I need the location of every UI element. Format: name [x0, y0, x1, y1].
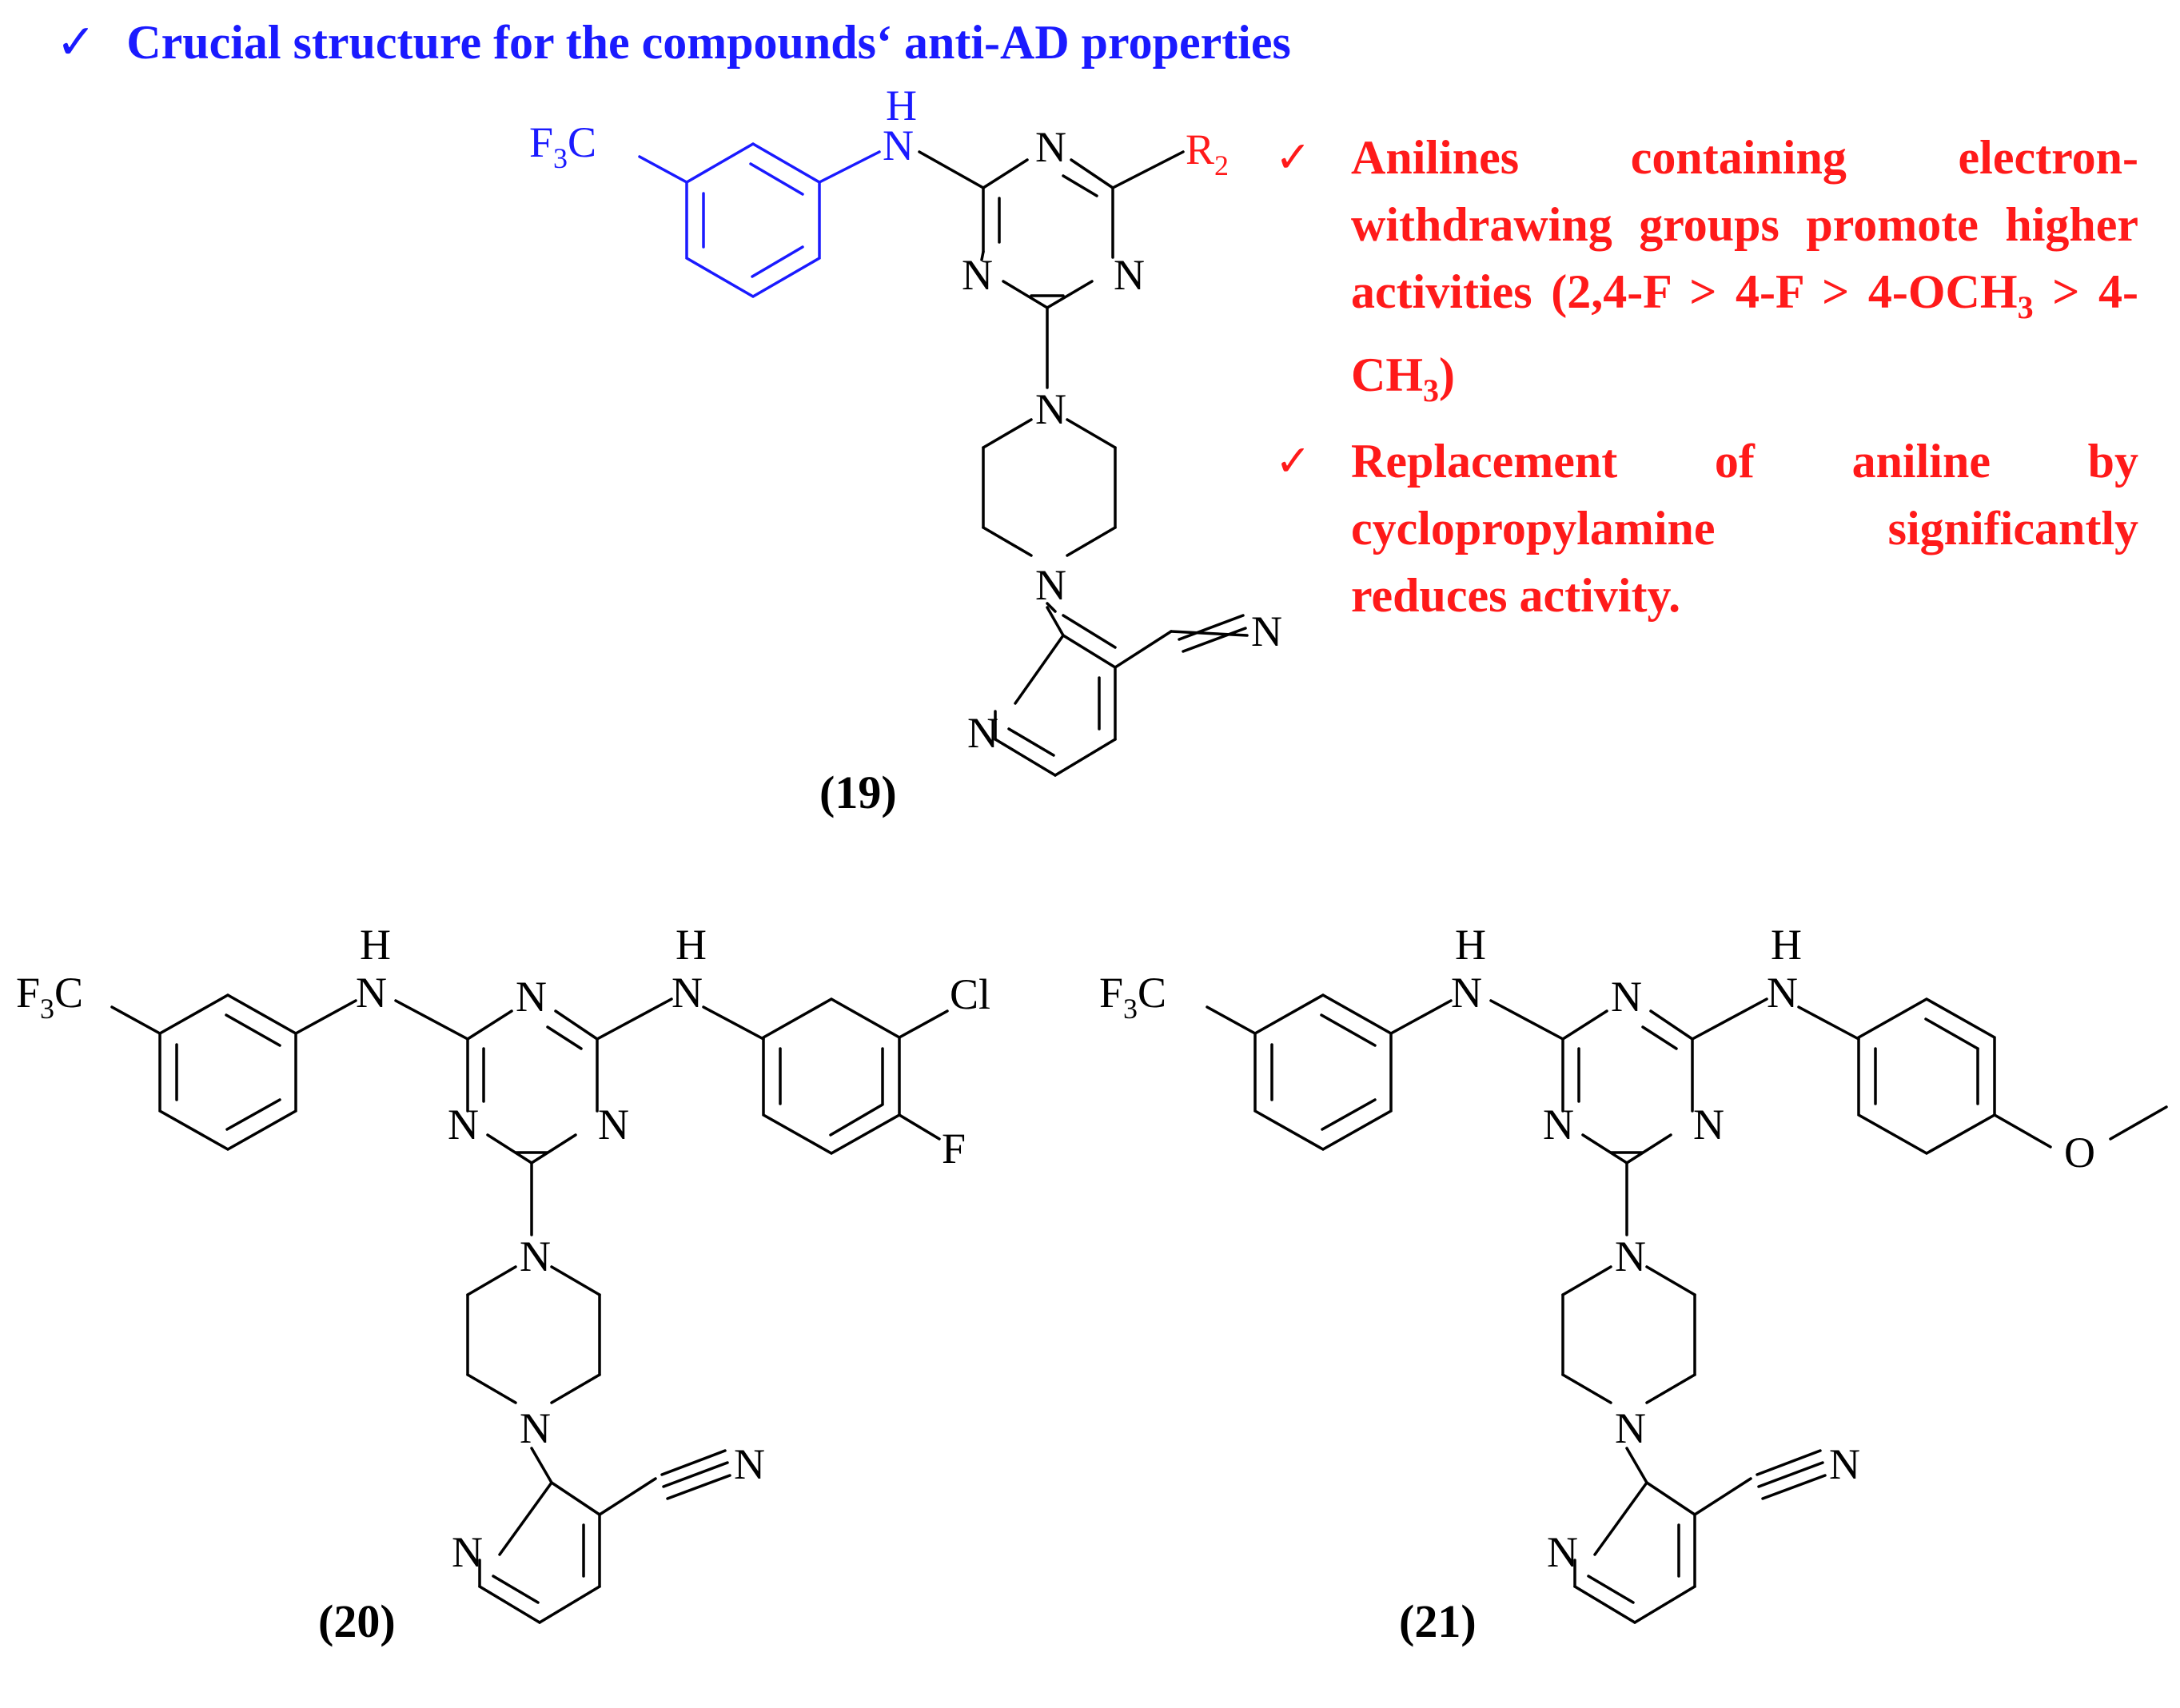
svg-text:N: N — [1035, 385, 1066, 433]
check-icon: ✓ — [1275, 436, 1312, 486]
svg-text:N: N — [516, 973, 547, 1021]
nitrile-n-19: N — [1251, 607, 1282, 655]
svg-text:N: N — [1615, 1232, 1646, 1280]
cf3-phenyl-ring-19 — [638, 141, 881, 299]
cf3-label-19: F3C — [529, 118, 596, 174]
sar-note-2: ✓ Replacement of aniline by cyclopropyla… — [1275, 428, 2138, 629]
check-icon: ✓ — [56, 14, 97, 70]
compound-label-21: (21) — [1399, 1595, 1477, 1647]
sar-note-2-text: Replacement of aniline by cyclopropylami… — [1351, 435, 2138, 622]
f-label: F — [942, 1125, 966, 1173]
svg-text:N: N — [1035, 561, 1066, 609]
compound-label-20: (20) — [318, 1595, 396, 1647]
svg-text:H: H — [1455, 921, 1486, 969]
svg-text:N: N — [520, 1404, 551, 1452]
o-label: O — [2064, 1129, 2095, 1176]
svg-text:N: N — [672, 969, 703, 1017]
svg-text:H: H — [360, 921, 391, 969]
nitrile-n-21: N — [1829, 1440, 1860, 1488]
sar-note-1: ✓ Anilines containing electron-withdrawi… — [1275, 124, 2138, 424]
svg-text:N: N — [1114, 251, 1145, 299]
svg-text:N: N — [1611, 973, 1642, 1021]
svg-text:N: N — [356, 969, 387, 1017]
sar-note-1-text: Anilines containing electron-withdrawing… — [1351, 131, 2138, 408]
svg-text:F3C: F3C — [1099, 969, 1166, 1025]
svg-text:N: N — [1547, 1528, 1578, 1576]
svg-text:N: N — [452, 1528, 483, 1576]
svg-text:N: N — [1451, 969, 1482, 1017]
svg-text:N: N — [967, 709, 998, 757]
heading-text: Crucial structure for the compounds‘ ant… — [126, 16, 1291, 69]
svg-text:F3C: F3C — [16, 969, 83, 1025]
nitrile-n-20: N — [734, 1440, 765, 1488]
nh-h-19: H — [886, 82, 917, 129]
svg-text:N: N — [1035, 123, 1066, 171]
svg-text:H: H — [676, 921, 707, 969]
check-icon: ✓ — [1275, 132, 1312, 182]
compound-21-structure: F3C H N N N N H N O N N N N — [1099, 921, 2168, 1624]
svg-text:N: N — [1767, 969, 1798, 1017]
cl-label: Cl — [950, 970, 990, 1018]
svg-text:N: N — [520, 1232, 551, 1280]
svg-text:H: H — [1771, 921, 1802, 969]
nh-n-19: N — [883, 121, 914, 169]
compound-label-19: (19) — [819, 766, 897, 818]
svg-text:N: N — [598, 1101, 629, 1149]
svg-text:N: N — [1543, 1101, 1574, 1149]
svg-text:N: N — [448, 1101, 479, 1149]
compound-20-structure: F3C H N N N N H N Cl F N N N N — [16, 921, 990, 1624]
svg-text:N: N — [1693, 1101, 1724, 1149]
compound-19-structure: F3C H N N N N R2 — [529, 82, 1282, 777]
heading: ✓ Crucial structure for the compounds‘ an… — [56, 14, 1291, 70]
r2-label-19: R2 — [1186, 125, 1229, 181]
svg-text:N: N — [1615, 1404, 1646, 1452]
svg-text:N: N — [962, 251, 993, 299]
